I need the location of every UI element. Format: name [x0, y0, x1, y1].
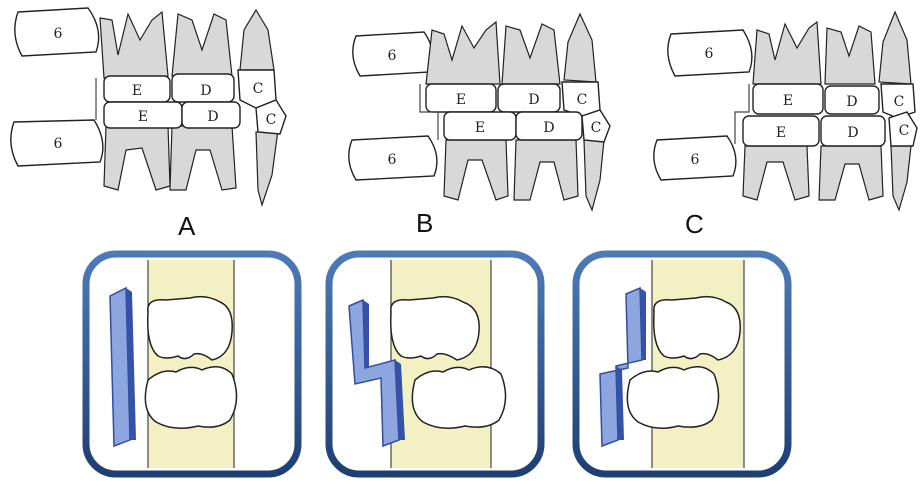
- svg-text:C: C: [577, 92, 588, 108]
- upper-molar-crown: [654, 297, 741, 360]
- svg-text:6: 6: [388, 152, 397, 168]
- lower-roots: [104, 126, 278, 205]
- lower-molar-crown: [412, 367, 505, 428]
- upper-roots: [100, 10, 274, 78]
- label-a: A: [178, 211, 195, 242]
- panel-a: 6 6 E D C E D C: [0, 0, 300, 215]
- svg-text:E: E: [138, 109, 148, 125]
- svg-text:D: D: [207, 109, 218, 125]
- lower-molar-crown: [145, 367, 236, 428]
- svg-text:C: C: [253, 81, 264, 97]
- panel-c: 6 6 E D C E D C: [645, 0, 921, 215]
- lower-molar-label: 6: [54, 136, 63, 152]
- card-distal-step: [572, 250, 792, 478]
- svg-text:E: E: [776, 125, 786, 141]
- upper-roots: [426, 14, 596, 84]
- upper-molar-crown: [391, 297, 479, 360]
- svg-text:6: 6: [705, 46, 714, 62]
- upper-molar-crown: [148, 297, 233, 360]
- svg-text:E: E: [475, 120, 485, 136]
- label-c: C: [685, 209, 704, 240]
- svg-text:C: C: [899, 123, 910, 139]
- panel-b: 6 6 E D C E D C: [340, 0, 640, 215]
- svg-text:E: E: [456, 92, 466, 108]
- gum-band: [652, 260, 744, 468]
- lower-roots: [743, 146, 911, 210]
- svg-text:C: C: [894, 94, 905, 110]
- svg-text:D: D: [528, 92, 539, 108]
- upper-molar-label: 6: [54, 26, 63, 42]
- svg-text:6: 6: [388, 48, 397, 64]
- gum-band: [391, 260, 491, 468]
- svg-text:D: D: [846, 94, 857, 110]
- svg-text:D: D: [200, 83, 211, 99]
- card-flush-terminal-plane: [82, 250, 302, 478]
- svg-text:D: D: [847, 125, 858, 141]
- card-mesial-step: [325, 250, 545, 478]
- svg-text:E: E: [783, 93, 793, 109]
- gum-band: [148, 260, 234, 468]
- lower-molar-crown: [627, 367, 718, 428]
- label-b: B: [416, 208, 433, 239]
- upper-roots: [753, 12, 911, 84]
- svg-text:C: C: [591, 120, 602, 136]
- svg-text:C: C: [266, 112, 277, 128]
- lower-roots: [444, 140, 604, 210]
- svg-text:D: D: [543, 120, 554, 136]
- svg-text:6: 6: [691, 152, 700, 168]
- svg-text:E: E: [132, 83, 142, 99]
